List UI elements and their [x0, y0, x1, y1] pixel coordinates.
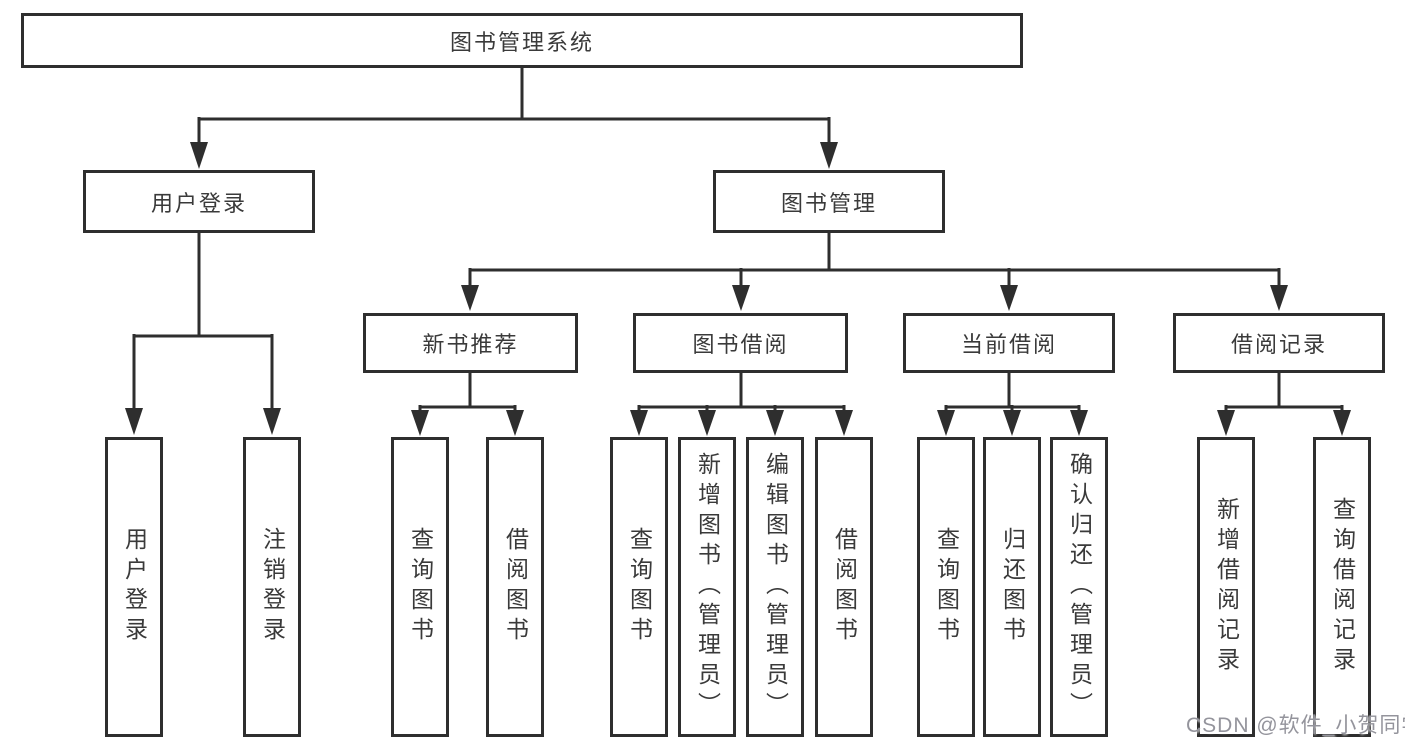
- leaf-rec-borrow-books: 借阅图书: [486, 437, 544, 737]
- leaf-user-login: 用户登录: [105, 437, 163, 737]
- node-root-label: 图书管理系统: [449, 29, 594, 55]
- leaf-current-query-books-label: 查询图书: [933, 527, 960, 647]
- leaf-query-borrow-record-label: 查询借阅记录: [1329, 497, 1356, 677]
- node-new-book-recommend: 新书推荐: [363, 313, 578, 373]
- leaf-rec-borrow-books-label: 借阅图书: [502, 527, 529, 647]
- leaf-rec-query-books-label: 查询图书: [407, 527, 434, 647]
- node-current-borrow-label: 当前借阅: [960, 332, 1057, 357]
- leaf-add-books-admin-label: 新增图书（管理员）: [694, 452, 721, 722]
- leaf-user-login-label: 用户登录: [121, 527, 148, 647]
- leaf-return-books-label: 归还图书: [999, 527, 1026, 647]
- node-new-book-recommend-label: 新书推荐: [422, 332, 519, 357]
- node-user-login-label: 用户登录: [150, 190, 247, 216]
- leaf-confirm-return-admin: 确认归还（管理员）: [1050, 437, 1108, 737]
- node-borrow-record: 借阅记录: [1173, 313, 1385, 373]
- node-book-management: 图书管理: [713, 170, 945, 233]
- leaf-borrow-query-books-label: 查询图书: [626, 527, 653, 647]
- leaf-return-books: 归还图书: [983, 437, 1041, 737]
- node-user-login: 用户登录: [83, 170, 315, 233]
- node-borrow-record-label: 借阅记录: [1230, 332, 1327, 357]
- node-book-management-label: 图书管理: [780, 190, 877, 216]
- leaf-logout: 注销登录: [243, 437, 301, 737]
- leaf-current-query-books: 查询图书: [917, 437, 975, 737]
- csdn-watermark: CSDN @软件_小贺同学: [1186, 714, 1405, 737]
- leaf-logout-label: 注销登录: [259, 527, 286, 647]
- leaf-borrow-query-books: 查询图书: [610, 437, 668, 737]
- leaf-rec-query-books: 查询图书: [391, 437, 449, 737]
- leaf-confirm-return-admin-label: 确认归还（管理员）: [1066, 452, 1093, 722]
- leaf-add-books-admin: 新增图书（管理员）: [678, 437, 736, 737]
- leaf-borrow-books: 借阅图书: [815, 437, 873, 737]
- leaf-borrow-books-label: 借阅图书: [831, 527, 858, 647]
- leaf-edit-books-admin-label: 编辑图书（管理员）: [762, 452, 789, 722]
- leaf-edit-books-admin: 编辑图书（管理员）: [746, 437, 804, 737]
- leaf-add-borrow-record-label: 新增借阅记录: [1213, 497, 1240, 677]
- node-current-borrow: 当前借阅: [903, 313, 1115, 373]
- leaf-query-borrow-record: 查询借阅记录: [1313, 437, 1371, 737]
- node-book-borrow-label: 图书借阅: [692, 332, 789, 357]
- node-root-system: 图书管理系统: [21, 13, 1023, 68]
- node-book-borrow: 图书借阅: [633, 313, 848, 373]
- leaf-add-borrow-record: 新增借阅记录: [1197, 437, 1255, 737]
